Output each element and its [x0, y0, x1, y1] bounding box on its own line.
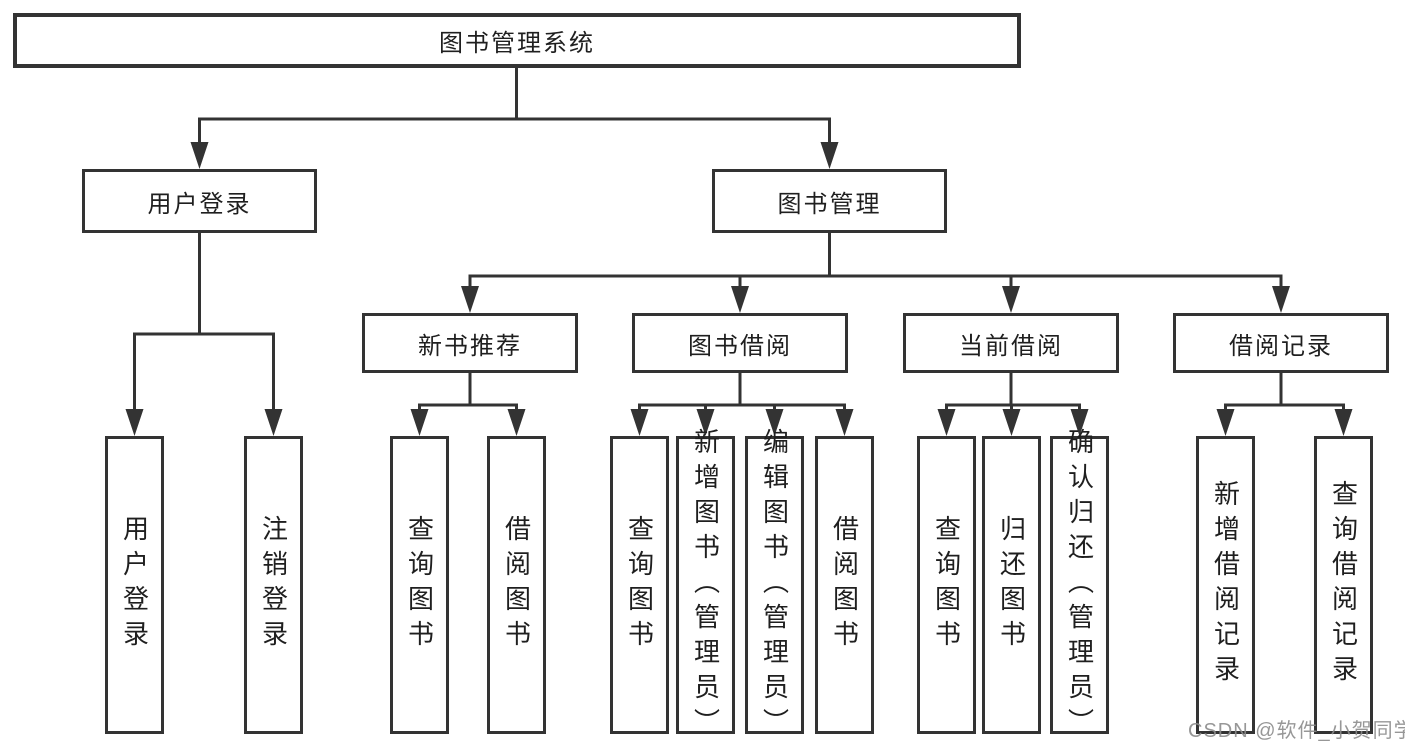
leaf-logout: 注销登录 [244, 436, 303, 734]
leaf-borrow-books-recommend-label: 借阅图书 [501, 515, 532, 655]
leaf-add-borrow-record: 新增借阅记录 [1196, 436, 1255, 734]
leaf-edit-book-admin: 编辑图书（管理员） [745, 428, 804, 743]
node-current-borrowing-label: 当前借阅 [959, 332, 1063, 360]
leaf-query-borrow-record-label: 查询借阅记录 [1328, 480, 1359, 690]
node-library-system: 图书管理系统 [13, 13, 1021, 68]
node-current-borrowing: 当前借阅 [903, 313, 1119, 373]
leaf-query-books-recommend-label: 查询图书 [404, 515, 435, 655]
node-new-book-recommendation-label: 新书推荐 [418, 332, 522, 360]
leaf-borrow-books-recommend: 借阅图书 [487, 436, 546, 734]
csdn-watermark: CSDN @软件_小贺同学 [1188, 720, 1405, 742]
leaf-logout-label: 注销登录 [258, 515, 289, 655]
leaf-user-login: 用户登录 [105, 436, 164, 734]
node-book-borrowing: 图书借阅 [632, 313, 848, 373]
node-book-borrowing-label: 图书借阅 [688, 332, 792, 360]
leaf-add-book-admin: 新增图书（管理员） [676, 428, 735, 743]
leaf-return-book-label: 归还图书 [996, 515, 1027, 655]
leaf-query-books-recommend: 查询图书 [390, 436, 449, 734]
leaf-confirm-return-admin: 确认归还（管理员） [1050, 428, 1109, 743]
leaf-borrow-books-borrowing-label: 借阅图书 [829, 515, 860, 655]
node-library-system-label: 图书管理系统 [439, 30, 595, 57]
leaf-query-books-current-label: 查询图书 [931, 515, 962, 655]
leaf-query-borrow-record: 查询借阅记录 [1314, 436, 1373, 734]
leaf-add-borrow-record-label: 新增借阅记录 [1210, 480, 1241, 690]
node-book-management: 图书管理 [712, 169, 947, 233]
leaf-confirm-return-admin-label: 确认归还（管理员） [1064, 427, 1095, 743]
leaf-edit-book-admin-label: 编辑图书（管理员） [759, 427, 790, 743]
leaf-add-book-admin-label: 新增图书（管理员） [690, 427, 721, 743]
node-user-login: 用户登录 [82, 169, 317, 233]
node-borrowing-records: 借阅记录 [1173, 313, 1389, 373]
leaf-borrow-books-borrowing: 借阅图书 [815, 436, 874, 734]
leaf-user-login-label: 用户登录 [119, 515, 150, 655]
node-book-management-label: 图书管理 [777, 190, 882, 218]
leaf-return-book: 归还图书 [982, 436, 1041, 734]
node-borrowing-records-label: 借阅记录 [1229, 332, 1333, 360]
node-new-book-recommendation: 新书推荐 [362, 313, 578, 373]
node-user-login-label: 用户登录 [147, 190, 252, 218]
leaf-query-books-borrowing: 查询图书 [610, 436, 669, 734]
leaf-query-books-current: 查询图书 [917, 436, 976, 734]
leaf-query-books-borrowing-label: 查询图书 [624, 515, 655, 655]
